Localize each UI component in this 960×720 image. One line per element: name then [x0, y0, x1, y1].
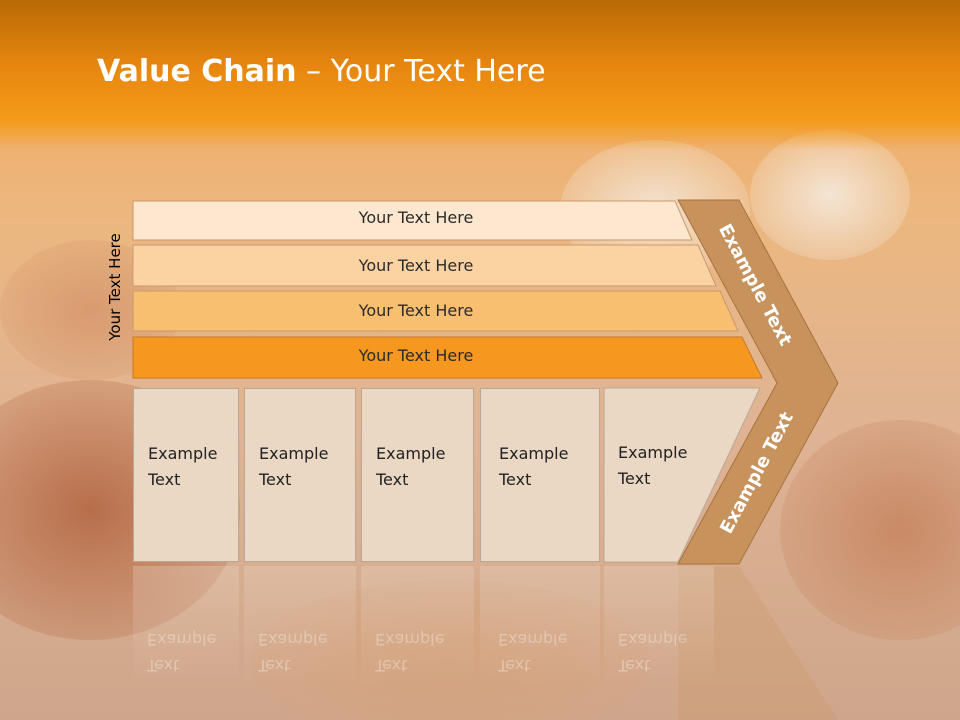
band-3	[132, 290, 739, 332]
box-line2: Text	[618, 469, 651, 488]
background-blob	[750, 130, 910, 260]
chevron-reflection	[678, 566, 838, 720]
last-box-shape	[603, 387, 761, 563]
box-line1: Example	[499, 444, 569, 463]
band-2	[132, 244, 717, 287]
title-rest: – Your Text Here	[296, 54, 546, 89]
box-line2: Text	[376, 470, 409, 489]
band-4	[132, 336, 763, 379]
background-blob	[780, 420, 960, 640]
band-1	[132, 200, 693, 241]
box-line2: Text	[499, 470, 532, 489]
box-line1: Example	[148, 444, 218, 463]
band-label-4: Your Text Here	[358, 346, 474, 365]
background-blob	[250, 580, 650, 720]
band-label-1: Your Text Here	[358, 208, 474, 227]
band-label-2: Your Text Here	[358, 256, 474, 275]
band-label-3: Your Text Here	[358, 301, 474, 320]
title-bold: Value Chain	[97, 54, 297, 89]
box-line1: Example	[259, 444, 329, 463]
slide-title: Value Chain – Your Text Here	[97, 54, 546, 89]
vertical-axis-label: Your Text Here	[106, 233, 124, 341]
box-line1: Example	[376, 444, 446, 463]
box-line1: Example	[618, 443, 688, 462]
title-bar	[0, 0, 960, 150]
box-line2: Text	[259, 470, 292, 489]
box-line2: Text	[148, 470, 181, 489]
chevron-arrow	[677, 199, 839, 565]
